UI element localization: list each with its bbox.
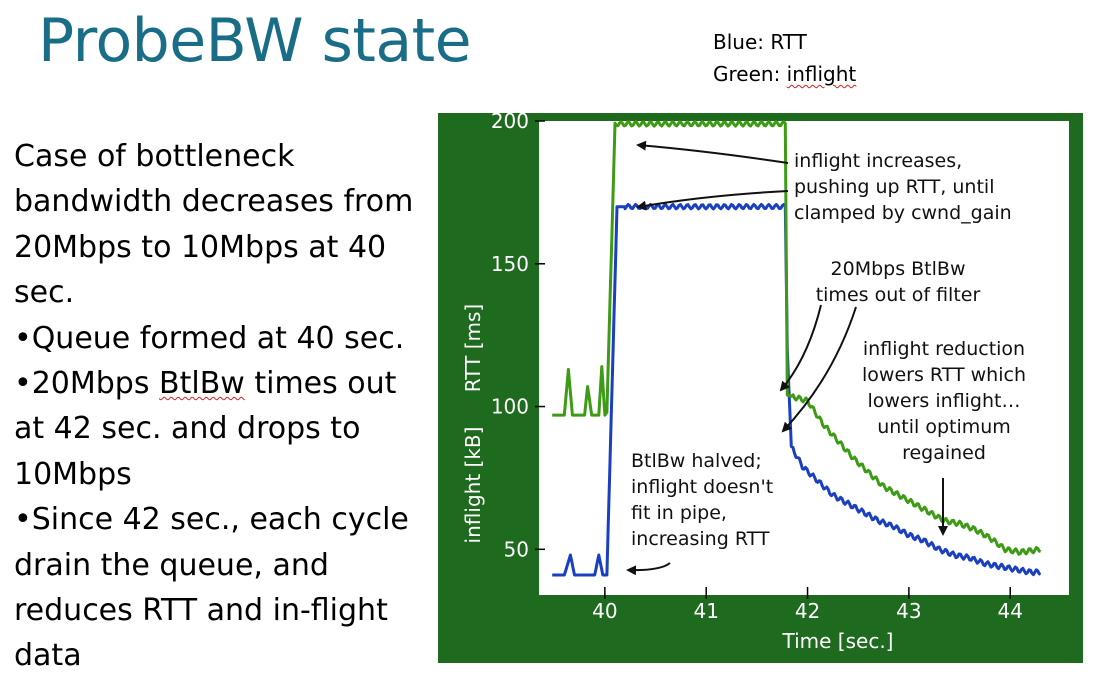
y-tick-label: 200 [491,113,529,133]
annotation-line: lowers inflight… [867,390,1020,412]
chart-svg: 50 100 150 200 40 41 42 43 44 inflight increases… [461,113,1069,653]
bullet-queue: •Queue formed at 40 sec. [14,320,405,356]
annotation-line: inflight doesn't [631,476,773,498]
annotation-line: regained [902,442,986,464]
x-tick-label: 41 [693,599,718,623]
y-tick-label: 100 [491,395,529,419]
annotation-line: increasing RTT [631,528,770,550]
y-tick-label: 50 [504,537,529,561]
axis-ticks: 50 100 150 200 40 41 42 43 44 [491,113,1023,623]
y-tick-label: 150 [491,252,529,276]
x-tick-label: 43 [896,599,921,623]
annotation-line: clamped by cwnd_gain [794,202,1012,224]
annotation-arrow-6 [626,562,671,576]
annotation-arrow-3 [779,304,822,392]
legend-inflight-prefix: Green: [713,62,787,86]
plot-area [539,121,1069,595]
bullet-btlbw-post: times out at 42 sec. and drops to 10Mbps [14,366,397,492]
slide-title: ProbeBW state [38,6,472,76]
bullet-cycle: •Since 42 sec., each cycle drain the que… [14,502,409,674]
body-text: Case of bottleneck bandwidth decreases f… [14,134,424,679]
annotation-line: pushing up RTT, until [794,176,994,198]
annotation-arrow-2 [636,190,789,211]
annotation-text-2: 20Mbps BtlBw times out of filter [816,258,981,306]
legend-rtt: Blue: RTT [713,30,807,54]
bullet-btlbw-pre: •20Mbps [14,366,160,402]
chart-frame: 50 100 150 200 40 41 42 43 44 inflight increases… [438,113,1083,663]
bullet-btlbw-word: BtlBw [159,366,245,402]
series-layer [552,120,1042,577]
legend-inflight: Green: inflight [713,58,856,90]
y-axis-label-rtt: RTT [ms] [461,304,485,392]
annotation-line: inflight reduction [863,338,1025,360]
annotation-line: 20Mbps BtlBw [831,258,966,280]
annotation-text-3: inflight reduction lowers RTT which lowers… [862,338,1026,464]
annotation-line: until optimum [877,416,1011,438]
annotation-text-1: inflight increases, pushing up RTT, until… [794,150,1012,224]
annotation-arrow-4 [781,306,857,433]
series-line-rtt [552,203,1042,577]
annotation-line: inflight increases, [794,150,962,172]
annotation-line: fit in pipe, [631,502,727,524]
series-line-inflight [552,120,1042,556]
x-tick-label: 44 [997,599,1022,623]
legend-inflight-word: inflight [786,62,857,86]
body-intro: Case of bottleneck bandwidth decreases f… [14,139,414,311]
annotation-line: lowers RTT which [862,364,1026,386]
y-axis-label-inflight: inflight [kB] [461,427,485,544]
x-tick-label: 42 [795,599,820,623]
color-legend-note: Blue: RTT Green: inflight [713,26,856,90]
annotation-line: times out of filter [816,284,981,306]
x-tick-label: 40 [592,599,617,623]
x-axis-label: Time [sec.] [782,629,894,653]
annotation-text-4: BtlBw halved; inflight doesn't fit in pipe… [631,450,773,550]
annotation-line: BtlBw halved; [631,450,762,472]
annotation-arrow-1 [636,140,789,164]
annotation-layer: inflight increases, pushing up RTT, until… [626,140,1026,576]
bullet-btlbw: •20Mbps BtlBw times out at 42 sec. and d… [14,361,424,497]
